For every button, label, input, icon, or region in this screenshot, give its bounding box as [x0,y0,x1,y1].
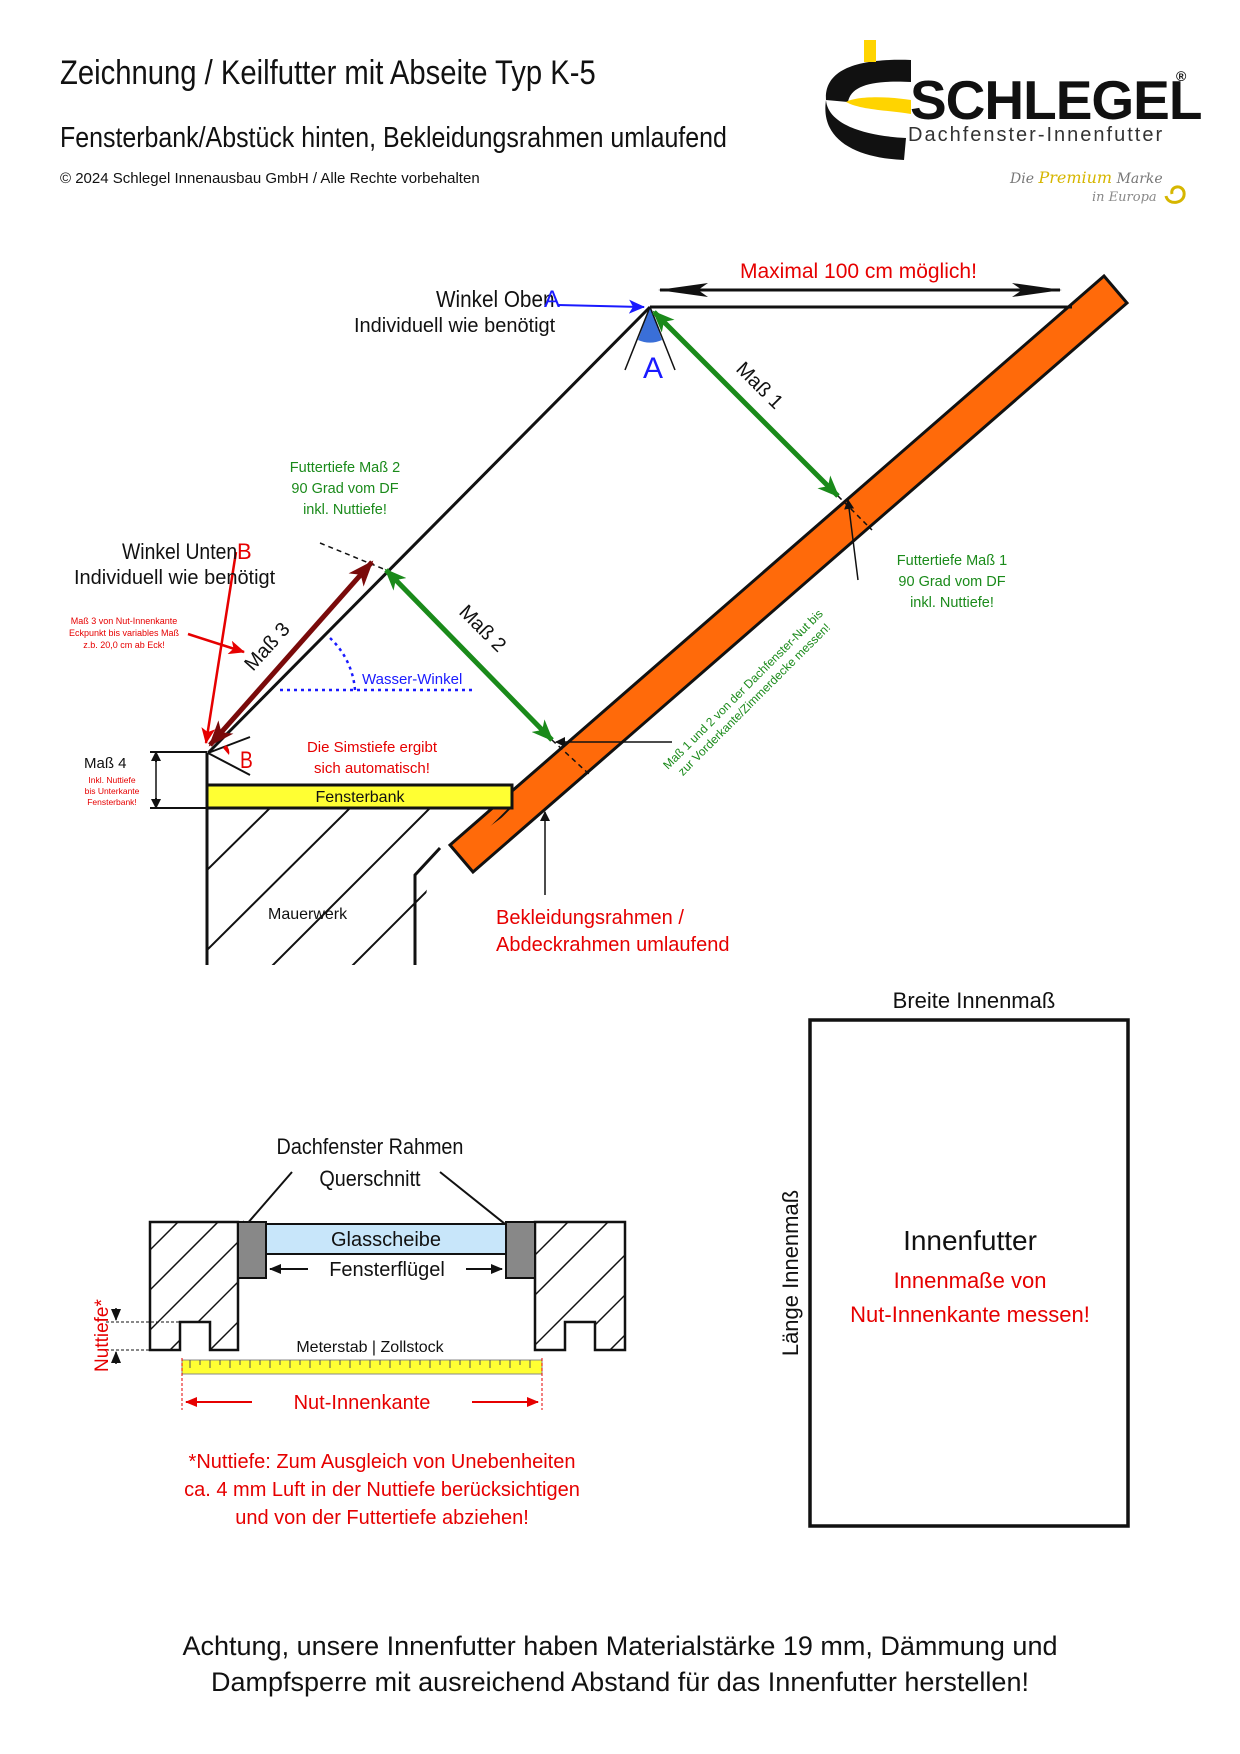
tagline: Die Premium Marke [1010,168,1163,187]
max-width-label: Maximal 100 cm möglich! [740,260,977,283]
meterstab-label: Meterstab | Zollstock [296,1339,444,1356]
mass3-note-line3: z.b. 20,0 cm ab Eck! [83,640,165,650]
futtertiefe2-line1: Futtertiefe Maß 2 [290,460,400,476]
wasser-winkel-label: Wasser-Winkel [362,671,462,688]
sash-left [237,1221,267,1279]
mass4-note-line1: Inkl. Nuttiefe [88,775,136,785]
footer-line1: Achtung, unsere Innenfutter haben Materi… [182,1631,1058,1661]
bekleidung-line2: Abdeckrahmen umlaufend [496,934,729,956]
futtertiefe1-arrow [844,499,859,581]
tagline-marke: Marke [1116,171,1163,187]
mass3-arrow [208,560,374,747]
mass1-arrow [652,310,840,498]
innenfutter-box-drawing: Breite Innenmaß Länge Innenmaß Innenfutt… [778,988,1130,1528]
mass3-note-line2: Eckpunkt bis variables Maß [69,628,180,638]
mass4-note-line3: Fensterbank! [87,797,137,807]
wall-right-edge [413,846,442,965]
footer-line2: Dampfsperre mit ausreichend Abstand für … [211,1667,1029,1697]
mass4-note: Inkl. Nuttiefe bis Unterkante Fensterban… [85,775,140,807]
mass3-label: Maß 3 [240,618,294,675]
swirl-icon [1164,185,1186,204]
bekleidung-line1: Bekleidungsrahmen / [496,907,684,929]
innenfutter-title: Innenfutter [903,1225,1037,1256]
brand-subtitle: Dachfenster-Innenfutter [908,124,1165,146]
wall-hatch [207,808,515,965]
simstiefe-text: Die Simstiefe ergibt sich automatisch! [307,739,438,777]
nuttiefe-note-line2: ca. 4 mm Luft in der Nuttiefe berücksich… [184,1479,580,1501]
angle-b-label: B [240,746,253,774]
simstiefe-line2: sich automatisch! [314,760,430,777]
copyright-notice: © 2024 Schlegel Innenausbau GmbH / Alle … [60,170,480,187]
fensterbank-label: Fensterbank [316,789,406,806]
page-title: Zeichnung / Keilfutter mit Abseite Typ K… [60,54,596,92]
nuttiefe-note: *Nuttiefe: Zum Ausgleich von Unebenheite… [184,1451,580,1529]
futtertiefe2-line2: 90 Grad vom DF [291,481,398,497]
angle-b-marker [223,745,230,755]
mass3-note: Maß 3 von Nut-Innenkante Eckpunkt bis va… [69,616,180,650]
cross-section-drawing: Dachfenster Rahmen Querschnitt Glasschei… [92,1135,627,1529]
registered-mark: ® [1176,68,1187,84]
bekleidungsrahmen-beam [447,273,1130,875]
winkel-oben-label: Winkel Oben [436,286,554,312]
futtertiefe2-line3: inkl. Nuttiefe! [303,502,387,518]
futtertiefe1-line1: Futtertiefe Maß 1 [897,553,1007,569]
winkel-unten-note: Individuell wie benötigt [74,567,276,589]
mass4-note-line2: bis Unterkante [85,786,140,796]
futtertiefe1-ref-line [837,495,873,531]
tagline-premium: Premium [1038,168,1113,187]
innenfutter-note2: Nut-Innenkante messen! [850,1302,1090,1327]
nuttiefe-note-line3: und von der Futtertiefe abziehen! [235,1507,529,1529]
angle-a-label: A [643,352,663,385]
winkel-oben-note: Individuell wie benötigt [354,315,556,337]
breite-label: Breite Innenmaß [893,988,1056,1013]
innenfutter-note1: Innenmaße von [894,1268,1047,1293]
futtertiefe1-text: Futtertiefe Maß 1 90 Grad vom DF inkl. N… [897,553,1007,611]
page-subtitle: Fensterbank/Abstück hinten, Bekleidungsr… [60,122,727,154]
tagline-europa: in Europa [1092,190,1157,205]
nuttiefe-note-line1: *Nuttiefe: Zum Ausgleich von Unebenheite… [189,1451,576,1473]
fensterbank-board [205,783,514,810]
mass2-arrow [384,568,554,742]
fluegel-label: Fensterflügel [329,1259,445,1281]
meterstab-ruler [181,1359,543,1375]
simstiefe-line1: Die Simstiefe ergibt [307,739,438,756]
cross-title-line1: Dachfenster Rahmen [277,1135,464,1159]
futtertiefe1-line3: inkl. Nuttiefe! [910,595,994,611]
innenfutter-box [808,1018,1130,1528]
brand-name: SCHLEGEL [910,69,1202,131]
glass-label: Glasscheibe [331,1229,441,1251]
futtertiefe2-text: Futtertiefe Maß 2 90 Grad vom DF inkl. N… [290,460,400,518]
futtertiefe1-line2: 90 Grad vom DF [898,574,1005,590]
winkel-oben-arrow [557,299,645,314]
mass4-label: Maß 4 [84,755,127,772]
winkel-unten-label: Winkel Unten [122,540,237,564]
mass3-note-arrow [187,632,245,655]
wasser-winkel-arc [329,637,357,691]
winkel-oben-letter: A [544,286,560,313]
winkel-unten-letter: B [237,539,252,564]
laenge-label: Länge Innenmaß [778,1190,803,1356]
schlegel-logo-icon [825,40,911,160]
main-drawing: Maximal 100 cm möglich! Winkel Oben A In… [69,260,1130,965]
winkel-unten-arrow [201,551,238,744]
mass3-note-line1: Maß 3 von Nut-Innenkante [71,616,178,626]
tagline-die: Die [1010,171,1034,187]
sash-right [505,1221,536,1279]
b-angle-line-2 [207,752,251,776]
mass1-label: Maß 1 [731,358,787,414]
glass-pane [265,1223,507,1255]
nut-innenkante-label: Nut-Innenkante [294,1392,431,1414]
ruler-ticks [189,1360,531,1368]
futtertiefe2-ref-line [319,542,387,571]
footer-warning: Achtung, unsere Innenfutter haben Materi… [0,1628,1240,1700]
cross-title-line2: Querschnitt [319,1167,420,1191]
mauerwerk-label: Mauerwerk [268,906,348,923]
nuttiefe-label: Nuttiefe* [92,1299,113,1372]
angle-a-marker [638,307,662,343]
